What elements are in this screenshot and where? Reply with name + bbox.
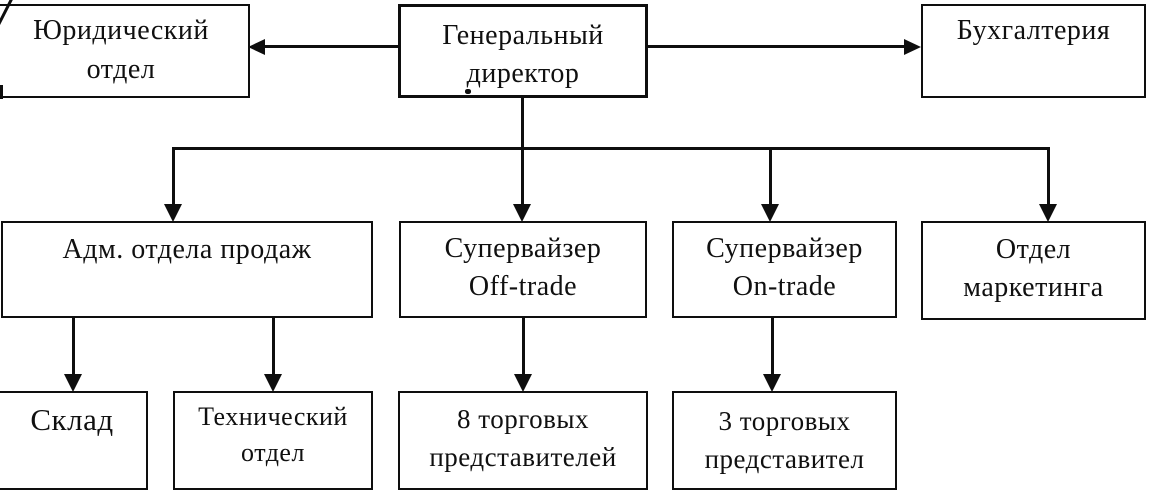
arrowhead-right-icon <box>904 39 921 55</box>
node-supervisor-on-trade: Супервайзер On-trade <box>672 221 897 318</box>
scan-artifact-left-tick <box>0 85 3 99</box>
node-sales-reps-3: 3 торговых представител <box>672 391 897 490</box>
node-label: представителей <box>429 442 617 472</box>
scan-artifact-dot <box>465 89 471 94</box>
node-label: Отдел <box>995 234 1072 265</box>
connector-on-trade-reps3 <box>771 317 774 375</box>
node-label: директор <box>466 58 580 89</box>
node-label: Бухгалтерия <box>956 15 1111 46</box>
connector-director-legal <box>262 45 398 48</box>
arrowhead-left-icon <box>248 39 265 55</box>
node-supervisor-off-trade: Супервайзер Off-trade <box>399 221 647 318</box>
connector-director-accounting <box>648 45 906 48</box>
arrowhead-down-icon <box>164 204 182 222</box>
node-accounting: Бухгалтерия <box>921 4 1146 98</box>
node-sales-reps-8: 8 торговых представителей <box>398 391 648 490</box>
node-label: представител <box>704 444 865 474</box>
node-label: 3 торговых <box>718 406 851 436</box>
connector-director-stem <box>521 97 524 205</box>
node-label: Адм. отдела продаж <box>62 234 312 265</box>
arrowhead-down-icon <box>513 204 531 222</box>
node-label: Супервайзер <box>706 233 863 264</box>
connector-off-trade-reps8 <box>522 317 525 375</box>
node-label: On-trade <box>732 271 837 302</box>
node-technical-department: Технический отдел <box>173 391 373 490</box>
connector-bus-marketing <box>1047 147 1050 205</box>
node-label: Супервайзер <box>444 233 602 264</box>
connector-sales-admin-technical <box>272 317 275 375</box>
node-label: отдел <box>86 54 156 85</box>
arrowhead-down-icon <box>64 374 82 392</box>
arrowhead-down-icon <box>264 374 282 392</box>
node-label: Технический <box>198 402 348 431</box>
arrowhead-down-icon <box>1039 204 1057 222</box>
node-marketing-department: Отдел маркетинга <box>921 221 1146 320</box>
node-label: Off-trade <box>468 271 578 302</box>
node-label: Склад <box>30 402 114 437</box>
node-label: Генеральный <box>442 20 604 51</box>
node-sales-admin: Адм. отдела продаж <box>1 221 373 318</box>
node-general-director: Генеральный директор <box>398 4 648 98</box>
arrowhead-down-icon <box>514 374 532 392</box>
connector-bus-sup-on-trade <box>769 147 772 205</box>
node-warehouse: Склад <box>0 391 148 490</box>
connector-sales-admin-warehouse <box>72 317 75 375</box>
arrowhead-down-icon <box>763 374 781 392</box>
node-label: Юридический <box>33 15 209 46</box>
node-label: отдел <box>241 438 305 467</box>
connector-bus-sales-admin <box>172 147 175 205</box>
node-label: маркетинга <box>963 272 1104 303</box>
node-legal-department: Юридический отдел <box>0 4 250 98</box>
arrowhead-down-icon <box>761 204 779 222</box>
node-label: 8 торговых <box>457 404 589 434</box>
connector-distribution-bus <box>172 147 1050 150</box>
